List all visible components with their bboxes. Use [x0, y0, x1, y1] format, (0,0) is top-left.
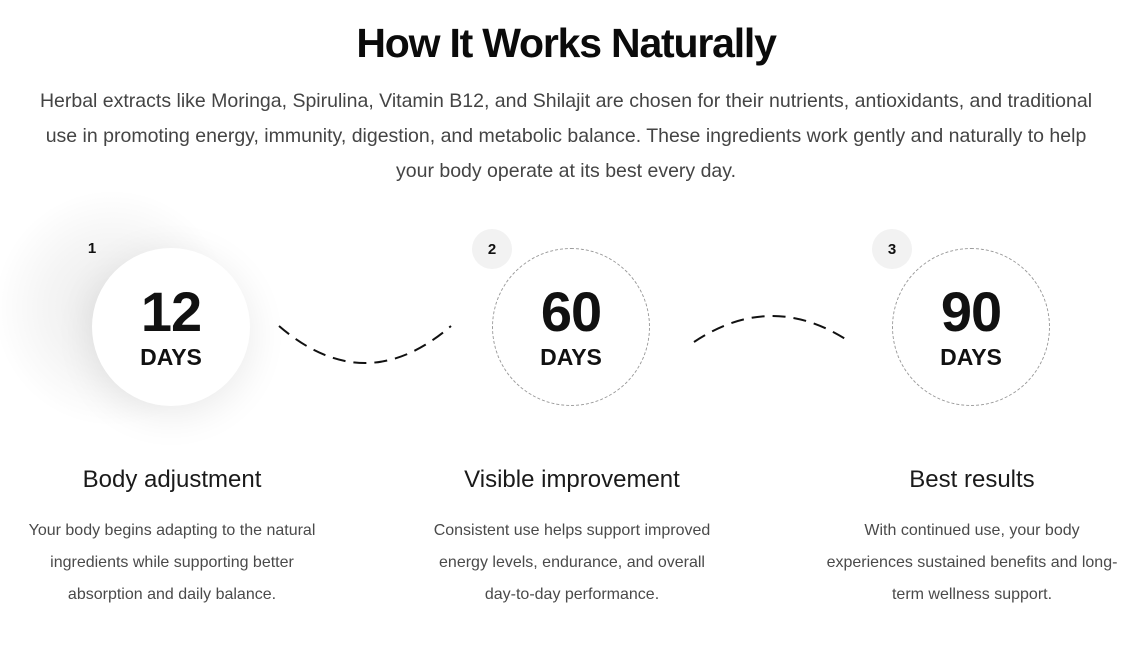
step-title: Best results — [909, 466, 1035, 493]
step-card-2: 60 DAYS 2 Visible improvement Consistent… — [422, 228, 722, 628]
step-number-badge: 3 — [872, 229, 912, 269]
timeline-circle: 60 DAYS — [492, 248, 650, 406]
day-unit: DAYS — [140, 344, 202, 370]
day-unit: DAYS — [540, 344, 602, 370]
step-number-badge: 1 — [87, 239, 97, 257]
day-count: 12 — [140, 280, 202, 343]
step-description: With continued use, your body experience… — [826, 522, 1118, 603]
dashed-connector-2 — [693, 315, 851, 343]
day-unit: DAYS — [940, 344, 1002, 370]
step-card-3: 90 DAYS 3 Best results With continued us… — [822, 228, 1122, 628]
step-number-badge: 2 — [472, 229, 512, 269]
step-description: Your body begins adapting to the natural… — [28, 522, 316, 603]
dashed-connector-1 — [278, 325, 452, 364]
page-title: How It Works Naturally — [356, 20, 777, 66]
step-card-1: 12 DAYS 1 Body adjustment Your body begi… — [0, 188, 322, 628]
intro-paragraph: Herbal extracts like Moringa, Spirulina,… — [39, 90, 1093, 182]
day-count: 60 — [540, 280, 602, 343]
timeline-circle-active: 12 DAYS — [92, 248, 250, 406]
step-title: Body adjustment — [82, 466, 262, 493]
timeline-circle: 90 DAYS — [892, 248, 1050, 406]
step-title: Visible improvement — [464, 466, 680, 493]
step-description: Consistent use helps support improved en… — [433, 522, 711, 603]
day-count: 90 — [940, 280, 1002, 343]
